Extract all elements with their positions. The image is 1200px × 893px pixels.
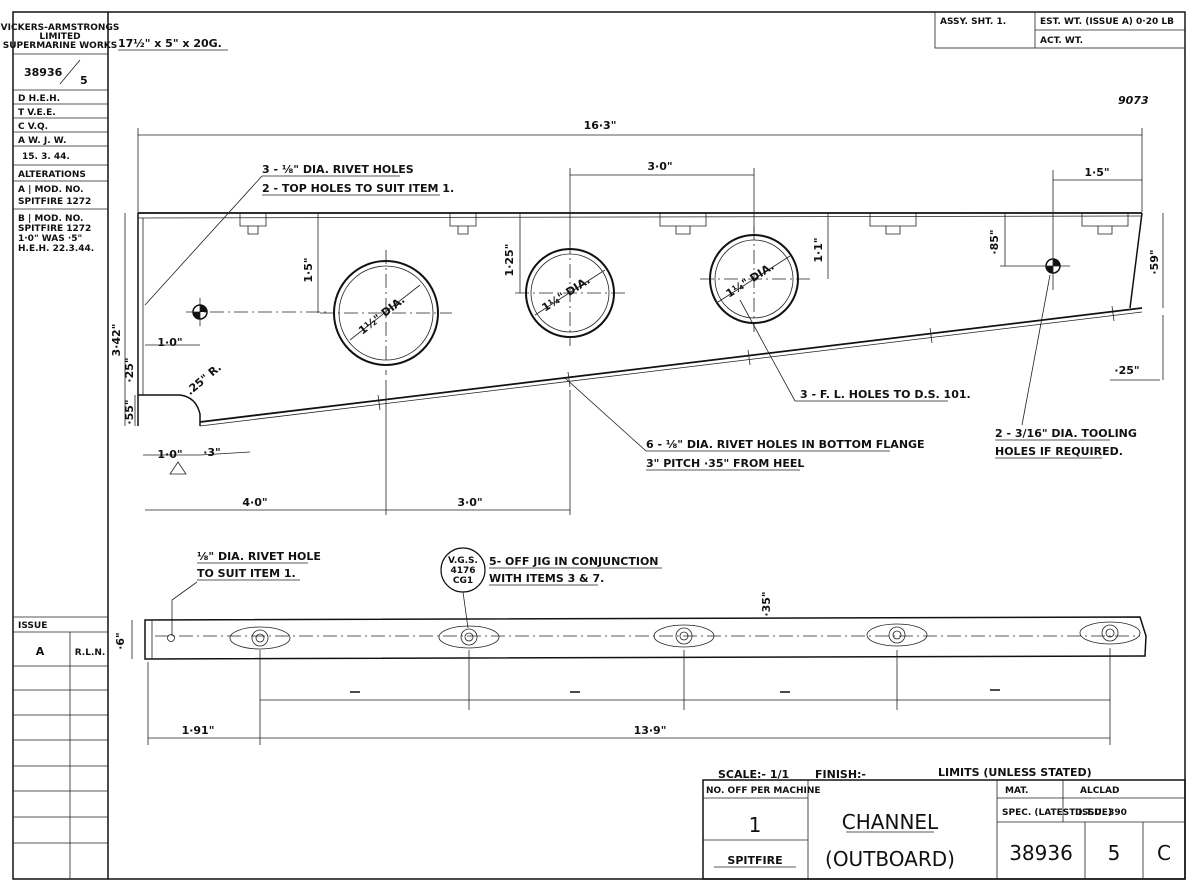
part-name-line-2: (OUTBOARD)	[825, 847, 955, 871]
est-weight: EST. WT. (ISSUE A) 0·20 LB	[1040, 17, 1174, 27]
signoff-date: 15. 3. 44.	[22, 152, 70, 162]
dim-bottom-30: 3·0"	[457, 496, 482, 509]
strip-view: ⅛" DIA. RIVET HOLE TO SUIT ITEM 1. V.G.S…	[114, 547, 1147, 745]
left-panel: VICKERS-ARMSTRONGS LIMITED SUPERMARINE W…	[1, 23, 120, 879]
finish-label: FINISH:-	[815, 768, 866, 781]
issue-letter: A	[36, 645, 45, 658]
hole1-label: 1½" DIA.	[356, 293, 407, 337]
dim-strip-total: 13·9"	[634, 724, 667, 737]
vgs-line-2: 4176	[450, 566, 475, 576]
dim-right-25: ·25"	[1114, 364, 1139, 377]
dim-left-height: 3·42"	[110, 324, 123, 357]
notes: 3 - ⅛" DIA. RIVET HOLES 2 - TOP HOLES TO…	[144, 163, 1137, 475]
reference-number: 9073	[1118, 94, 1149, 107]
signoff-a: A W. J. W.	[18, 136, 66, 146]
vgs-line-1: V.G.S.	[448, 556, 478, 566]
sheet-number: 5	[1108, 841, 1121, 865]
note-jig-1: 5- OFF JIG IN CONJUNCTION	[489, 555, 659, 568]
dim-left-25: ·25"	[123, 357, 136, 382]
dim-pitch: 3·0"	[647, 160, 672, 173]
signoff-d: D H.E.H.	[18, 94, 60, 104]
spec-value: D.T.D. 390	[1075, 808, 1127, 818]
left-drawing-number: 38936	[24, 66, 63, 79]
note-rivet-hole-item-2: TO SUIT ITEM 1.	[197, 567, 296, 580]
issue-label: ISSUE	[18, 621, 47, 631]
alteration-a-line-2: SPITFIRE 1272	[18, 197, 91, 207]
scale-label: SCALE:- 1/1	[718, 768, 789, 781]
dim-strip-height: ·6"	[114, 632, 127, 650]
dim-bottom-10: 1·0"	[157, 448, 182, 461]
dim-bottom-40: 4·0"	[242, 496, 267, 509]
assy-sheet: ASSY. SHT. 1.	[940, 17, 1006, 27]
dim-strip-left: 1·91"	[182, 724, 215, 737]
vgs-line-3: CG1	[453, 576, 473, 586]
sheet-border	[12, 11, 1186, 880]
alteration-b-line-4: H.E.H. 22.3.44.	[18, 244, 94, 254]
alteration-b-line-2: SPITFIRE 1272	[18, 224, 91, 234]
note-rivet-hole-item-1: ⅛" DIA. RIVET HOLE	[197, 550, 321, 563]
dim-left-55: ·55"	[123, 399, 136, 424]
no-off-value: 1	[749, 813, 762, 837]
dim-overall: 16·3"	[584, 119, 617, 132]
signoff-c: C V.Q.	[18, 122, 48, 132]
dim-right-height: ·59"	[1148, 249, 1161, 274]
dim-hole1-depth: 1·5"	[302, 257, 315, 282]
note-bottom-flange-1: 6 - ⅛" DIA. RIVET HOLES IN BOTTOM FLANGE	[646, 438, 925, 451]
weight-block: ASSY. SHT. 1. EST. WT. (ISSUE A) 0·20 LB…	[934, 11, 1186, 49]
dim-tooling-depth: ·85"	[988, 229, 1001, 254]
dim-right-end: 1·5"	[1084, 166, 1109, 179]
note-tooling-2: HOLES IF REQUIRED.	[995, 445, 1123, 458]
dim-bottom-3: ·3"	[203, 446, 221, 459]
hole2-label: 1¼" DIA.	[540, 274, 593, 315]
dim-strip-small: ·35"	[760, 591, 773, 616]
part-name-line-1: CHANNEL	[842, 810, 939, 834]
issue-letter-title: C	[1157, 841, 1171, 865]
note-rivet-holes-2: 2 - TOP HOLES TO SUIT ITEM 1.	[262, 182, 454, 195]
note-tooling-1: 2 - 3/16" DIA. TOOLING	[995, 427, 1137, 440]
revision-triangle-icon	[169, 461, 187, 475]
alteration-b-line-3: 1·0" WAS ·5"	[18, 234, 82, 244]
note-jig-2: WITH ITEMS 3 & 7.	[489, 572, 604, 585]
main-dimensions	[124, 168, 1164, 515]
left-sheet-number: 5	[80, 74, 88, 87]
mat-value: ALCLAD	[1080, 786, 1119, 796]
drawing-number: 38936	[1009, 841, 1073, 865]
company-line-2: LIMITED	[39, 32, 80, 42]
signoff-t: T V.E.E.	[18, 108, 56, 118]
dim-left-hole-x: 1·0"	[157, 336, 182, 349]
limits-label: LIMITS (UNLESS STATED)	[938, 766, 1092, 779]
spec-label: SPEC. (LATEST ISSUE)	[1002, 808, 1112, 818]
channel-profile: 16·3"	[137, 119, 1143, 427]
note-rivet-holes-1: 3 - ⅛" DIA. RIVET HOLES	[262, 163, 414, 176]
mat-label: MAT.	[1005, 786, 1028, 796]
hole3-label: 1¼" DIA.	[724, 260, 777, 301]
note-fl-holes: 3 - F. L. HOLES TO D.S. 101.	[800, 388, 971, 401]
act-weight: ACT. WT.	[1040, 36, 1083, 46]
alteration-b-line-1: B | MOD. NO.	[18, 214, 83, 224]
issue-initials: R.L.N.	[75, 648, 106, 658]
note-bottom-flange-2: 3" PITCH ·35" FROM HEEL	[646, 457, 804, 470]
title-block: SCALE:- 1/1 FINISH:- LIMITS (UNLESS STAT…	[702, 766, 1186, 880]
machine-name: SPITFIRE	[727, 854, 782, 867]
company-line-3: SUPERMARINE WORKS	[3, 41, 117, 51]
dim-hole2-depth: 1·25"	[503, 244, 516, 277]
company-line-1: VICKERS-ARMSTRONGS	[1, 23, 120, 33]
dim-corner-radius: .25" R.	[184, 361, 224, 398]
alteration-a-line-1: A | MOD. NO.	[18, 185, 84, 195]
no-off-label: NO. OFF PER MACHINE	[706, 786, 821, 796]
alterations-label: ALTERATIONS	[18, 170, 86, 180]
dim-hole3-depth: 1·1"	[812, 237, 825, 262]
material-size: 17½" x 5" x 20G.	[118, 37, 222, 50]
